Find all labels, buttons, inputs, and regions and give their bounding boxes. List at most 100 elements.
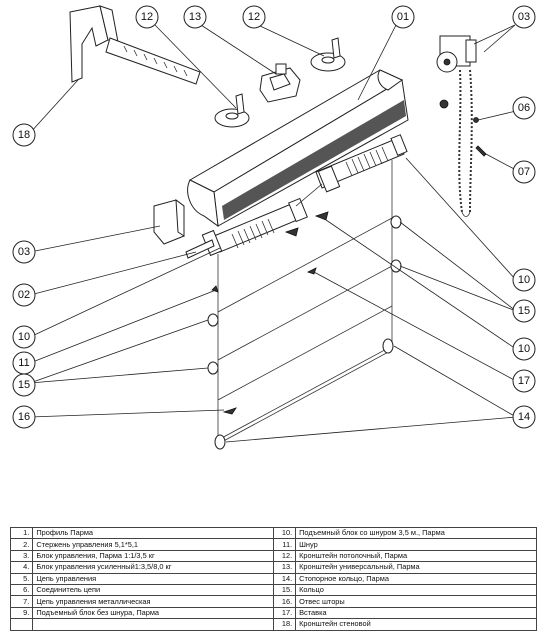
legend-number: 12.	[272, 549, 297, 563]
legend-text: Цепь управления	[32, 572, 274, 585]
blind-fabric	[217, 160, 393, 445]
callout-label: 01	[397, 11, 409, 23]
legend-number: 11.	[272, 538, 297, 551]
legend-text: Стержень управления 5,1*5,1	[32, 538, 274, 551]
callout-02: 02	[12, 283, 36, 307]
callout-label: 16	[18, 411, 30, 423]
callout-label: 18	[18, 129, 30, 141]
legend-text: Кронштейн потолочный, Парма	[295, 549, 537, 563]
legend-text: Кольцо	[295, 583, 537, 597]
end-cap	[153, 198, 185, 245]
wall-bracket	[69, 5, 201, 85]
callout-label: 12	[141, 11, 153, 23]
legend-text: Профиль Парма	[32, 526, 274, 540]
callout-label: 10	[18, 331, 30, 343]
legend-number: 2.	[9, 538, 34, 551]
lifting-unit-right	[315, 134, 408, 193]
legend-number: 10.	[272, 526, 297, 540]
legend-text: Кронштейн универсальный, Парма	[295, 561, 537, 574]
callout-13: 13	[183, 5, 207, 29]
legend-text: Кронштейн стеновой	[295, 618, 537, 631]
callout-label: 11	[18, 357, 29, 369]
legend-text: Соединитель цепи	[32, 583, 274, 597]
legend-number: 7.	[9, 595, 34, 608]
legend-row: 1. Профиль Парма 10. Подъемный блок со ш…	[9, 526, 537, 540]
legend-row: 4. Блок управления усиленный1:3,5/8,0 кг…	[9, 561, 537, 574]
legend-number: 16.	[272, 595, 297, 608]
legend-text	[32, 618, 274, 631]
callout-15-right: 15	[512, 299, 536, 323]
callout-11: 11	[12, 351, 36, 375]
callout-label: 14	[518, 411, 530, 423]
legend-row: 9. Подъемный блок без шнура, Парма 17. В…	[9, 606, 537, 620]
legend-number: 3.	[9, 549, 34, 563]
callout-label: 03	[518, 11, 530, 23]
stop-rings	[214, 338, 394, 450]
legend-number: 14.	[272, 572, 297, 585]
roman-blind-exploded-drawing: 12 13 12 01 03 18 06 07 03 02 10 15	[12, 5, 536, 450]
ceiling-screws	[284, 211, 329, 237]
profile-rail	[187, 69, 409, 228]
callout-label: 03	[18, 246, 30, 258]
parts-legend-table: 1. Профиль Парма 10. Подъемный блок со ш…	[9, 526, 537, 631]
legend-number	[9, 618, 34, 631]
legend-number: 1.	[9, 526, 34, 540]
callout-18: 18	[12, 123, 36, 147]
legend-row: 5. Цепь управления 14. Стопорное кольцо,…	[9, 572, 537, 585]
callout-10-right-bottom: 10	[512, 337, 536, 361]
callout-10-right-top: 10	[512, 268, 536, 292]
callout-label: 13	[189, 11, 201, 23]
legend-text: Вставка	[295, 606, 537, 620]
callout-10-left: 10	[12, 325, 36, 349]
legend-text: Блок управления, Парма 1:1/3,5 кг	[32, 549, 274, 563]
callout-14: 14	[512, 405, 536, 429]
legend-number: 13.	[272, 561, 297, 574]
callout-label: 10	[518, 343, 530, 355]
legend-row: 2. Стержень управления 5,1*5,1 11. Шнур	[9, 538, 537, 551]
callout-12-right: 12	[242, 5, 266, 29]
callout-03-top: 03	[512, 5, 536, 29]
legend-number: 4.	[9, 561, 34, 574]
legend-text: Отвес шторы	[295, 595, 537, 608]
legend-row: 6. Соединитель цепи 15. Кольцо	[9, 583, 537, 597]
ceiling-bracket-right	[310, 37, 346, 72]
callout-label: 15	[518, 305, 530, 317]
callout-03-left: 03	[12, 240, 36, 264]
legend-number: 9.	[9, 606, 34, 620]
legend-text: Цепь управления металлическая	[32, 595, 274, 608]
inserts	[211, 267, 317, 415]
control-unit	[436, 35, 477, 109]
callout-label: 06	[518, 102, 530, 114]
legend-number: 6.	[9, 583, 34, 597]
legend-text: Подъемный блок со шнуром 3,5 м., Парма	[295, 526, 537, 540]
ceiling-bracket-left	[214, 93, 250, 128]
control-chain	[458, 69, 479, 217]
legend-row: 7. Цепь управления металлическая 16. Отв…	[9, 595, 537, 608]
callout-label: 17	[518, 375, 530, 387]
callout-12-left: 12	[135, 5, 159, 29]
callout-label: 12	[248, 11, 260, 23]
callout-label: 07	[518, 166, 530, 178]
universal-bracket	[259, 63, 301, 103]
leader-lines	[29, 24, 517, 443]
legend-number: 18.	[272, 618, 297, 631]
legend-row: 3. Блок управления, Парма 1:1/3,5 кг 12.…	[9, 549, 537, 563]
legend-text: Стопорное кольцо, Парма	[295, 572, 537, 585]
callout-label: 02	[18, 289, 30, 301]
legend-text: Блок управления усиленный1:3,5/8,0 кг	[32, 561, 274, 574]
callout-07: 07	[512, 160, 536, 184]
callout-15-left: 15	[12, 373, 36, 397]
callout-01: 01	[391, 5, 415, 29]
callout-label: 10	[518, 274, 530, 286]
callout-label: 15	[18, 379, 30, 391]
legend-number: 5.	[9, 572, 34, 585]
chain-connector	[475, 145, 487, 157]
control-rod	[185, 183, 323, 259]
legend-number: 17.	[272, 606, 297, 620]
callout-17: 17	[512, 369, 536, 393]
callout-16: 16	[12, 405, 36, 429]
legend-text: Подъемный блок без шнура, Парма	[32, 606, 274, 620]
legend-row: 18. Кронштейн стеновой	[9, 618, 537, 631]
legend-text: Шнур	[295, 538, 537, 551]
